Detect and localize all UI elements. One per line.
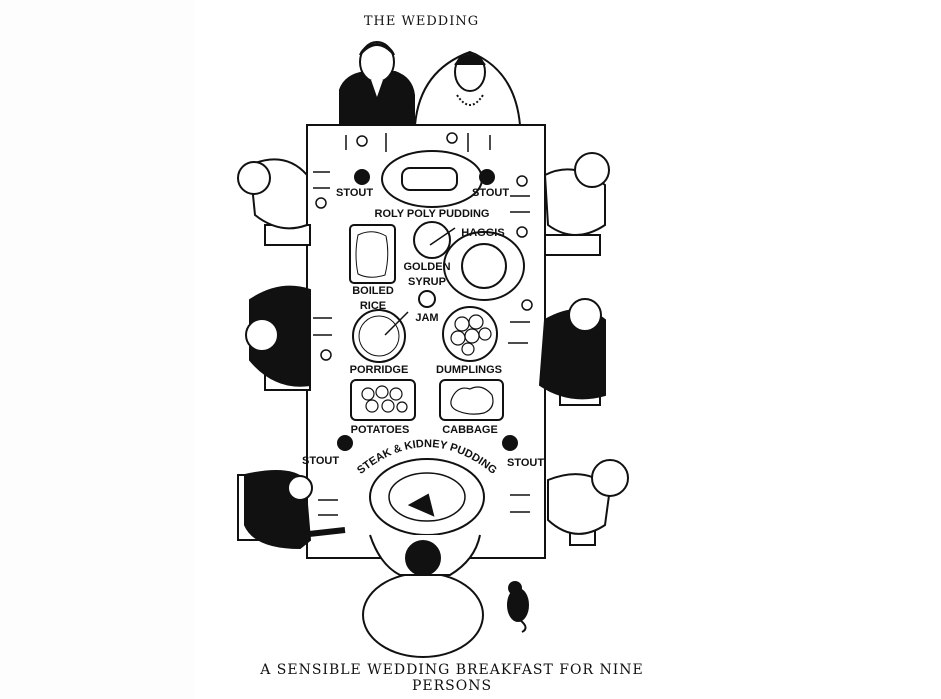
stout-label: STOUT xyxy=(472,187,509,199)
boiled-rice-label: RICE xyxy=(360,300,386,312)
porridge-label: PORRIDGE xyxy=(350,364,409,376)
stout-bottle xyxy=(479,169,495,185)
spoon-icon xyxy=(429,227,456,246)
boiled-rice-label: BOILED xyxy=(352,285,394,297)
boiled-rice-dish xyxy=(349,224,396,284)
caption-line: PERSONS xyxy=(411,678,493,694)
porridge-bowl xyxy=(352,309,406,363)
cabbage-label: CABBAGE xyxy=(442,424,498,436)
page-title: THE WEDDING xyxy=(363,14,480,29)
dumplings-label: DUMPLINGS xyxy=(436,364,502,376)
page-margin xyxy=(0,0,195,699)
stout-bottle xyxy=(354,169,370,185)
guest-right-bottom xyxy=(547,459,629,546)
roly-poly-pudding xyxy=(401,167,458,191)
stout-bottle xyxy=(502,435,518,451)
guest-left-middle xyxy=(245,285,311,391)
golden-syrup-label: GOLDEN xyxy=(403,261,450,273)
groom-figure xyxy=(339,41,415,126)
guest-left-bottom xyxy=(237,470,346,550)
cabbage-dish xyxy=(439,379,504,421)
jam-dish xyxy=(418,290,436,308)
illustration-caption: A SENSIBLE WEDDING BREAKFAST FOR NINE PE… xyxy=(236,662,668,694)
roly-poly-label: ROLY POLY PUDDING xyxy=(375,208,490,220)
guest-right-top xyxy=(543,152,610,256)
stout-label: STOUT xyxy=(507,457,544,469)
caption-line: A SENSIBLE WEDDING BREAKFAST FOR NINE xyxy=(260,662,644,678)
golden-syrup-bowl xyxy=(413,221,451,259)
place-settings xyxy=(313,132,533,516)
stout-bottle xyxy=(337,435,353,451)
potatoes-dish xyxy=(350,379,416,421)
pudding-slice xyxy=(407,493,435,517)
guest-left-top xyxy=(237,158,311,246)
golden-syrup-label: SYRUP xyxy=(408,276,446,288)
potatoes-label: POTATOES xyxy=(351,424,410,436)
haggis-dish xyxy=(443,231,525,301)
guest-bottom-woman xyxy=(362,534,484,658)
jam-label: JAM xyxy=(415,312,438,324)
stout-label: STOUT xyxy=(336,187,373,199)
cat-figure xyxy=(507,581,529,633)
stout-label: STOUT xyxy=(302,455,339,467)
guest-right-middle xyxy=(538,298,606,406)
dumplings-dish xyxy=(442,306,498,362)
bride-figure xyxy=(413,50,522,126)
